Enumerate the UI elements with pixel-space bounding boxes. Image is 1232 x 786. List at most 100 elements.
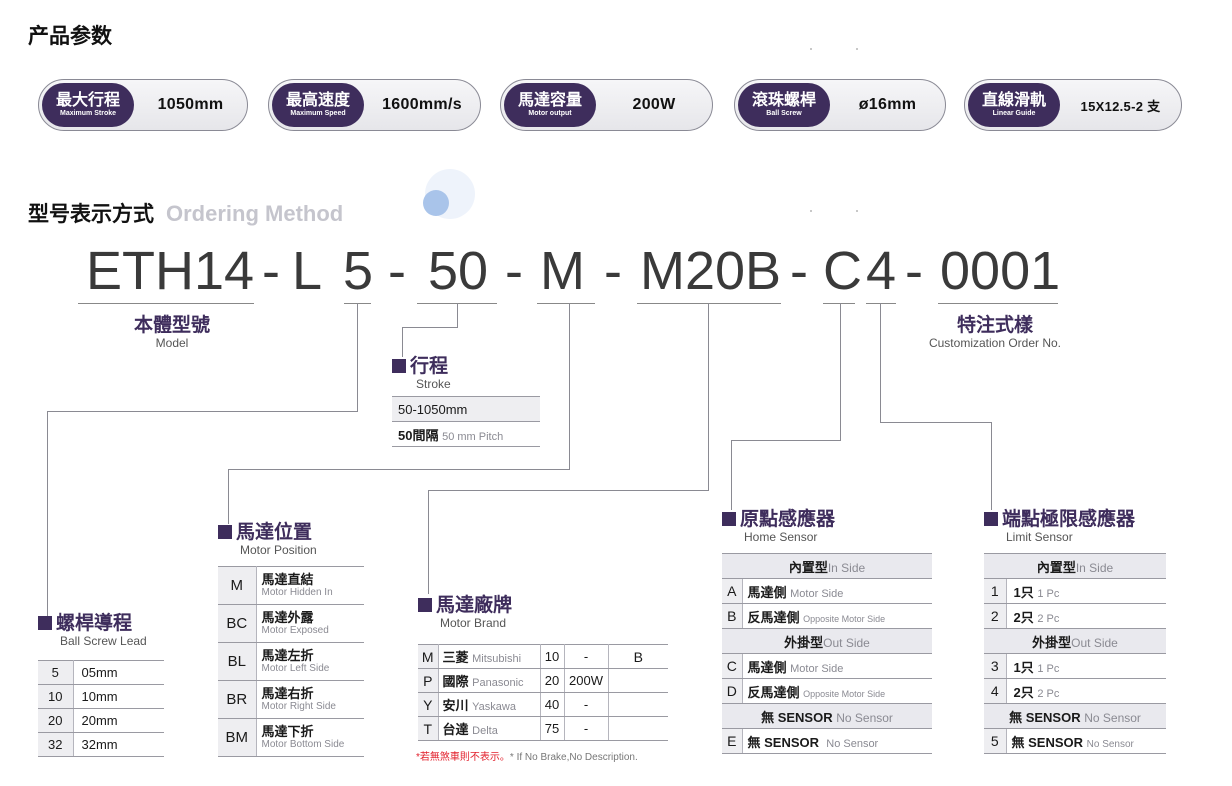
position-en: Motor Bottom Side — [261, 738, 345, 750]
square-bullet-icon — [418, 598, 432, 612]
connector — [402, 327, 458, 328]
lead-code: 10 — [38, 684, 74, 709]
decor-dot — [856, 210, 858, 212]
limit-en: No Sensor — [1086, 738, 1134, 750]
connector — [880, 303, 881, 423]
motor-position-title: 馬達位置 — [236, 521, 313, 543]
model-label-zh: 本體型號 — [133, 314, 210, 336]
stroke-pitch-zh: 50間隔 — [398, 427, 439, 443]
connector — [47, 411, 48, 616]
limit-none-en: No Sensor — [1084, 710, 1141, 725]
square-bullet-icon — [984, 512, 998, 526]
stroke-pitch-en: 50 mm Pitch — [442, 430, 504, 443]
spec-value: 1050mm — [157, 96, 224, 113]
spec-label-en: Maximum Stroke — [59, 110, 117, 117]
code-part-limit: 4 — [866, 241, 897, 301]
connector — [228, 469, 570, 470]
limit-inner-zh: 內置型 — [1036, 559, 1076, 575]
code-part-motor: M20B — [640, 241, 782, 301]
brand-code: M — [418, 644, 439, 669]
home-zh: 無 SENSOR — [747, 734, 820, 750]
code-dash: - — [262, 241, 280, 301]
limit-sensor-title: 端點極限感應器 — [1002, 508, 1136, 530]
home-en: Opposite Motor Side — [803, 688, 886, 699]
brand-en: Yaskawa — [472, 701, 516, 713]
home-zh: 反馬達側 — [747, 609, 800, 625]
underline — [78, 303, 254, 304]
stroke-range: 50-1050mm — [392, 396, 540, 422]
decor-dot — [810, 48, 812, 50]
connector — [457, 303, 458, 328]
connector — [731, 440, 841, 441]
underline — [938, 303, 1058, 304]
brand-zh: 台達 — [442, 722, 469, 737]
home-zh: 馬達側 — [747, 659, 787, 675]
code-part-lead: L — [292, 241, 323, 301]
connector — [880, 422, 992, 423]
position-en: Motor Left Side — [261, 662, 330, 674]
lead-title: 螺桿導程 — [56, 612, 133, 634]
motor-output-value: 200W — [564, 668, 609, 693]
decor-dot — [856, 48, 858, 50]
position-code: BC — [218, 604, 257, 643]
stroke-title: 行程 — [410, 355, 449, 377]
brake-note-zh: *若無煞車則不表示。 — [416, 752, 510, 763]
home-en: No Sensor — [826, 737, 879, 750]
spec-label-zh: 馬達容量 — [518, 90, 583, 109]
limit-code: 3 — [984, 653, 1007, 679]
lead-code: 32 — [38, 732, 74, 757]
position-code: BR — [218, 680, 257, 719]
brake-code — [608, 668, 668, 693]
spec-pill-speed: 最高速度 Maximum Speed 1600mm/s — [268, 79, 481, 131]
home-code: B — [722, 603, 743, 629]
lead-value: 05mm — [73, 660, 164, 685]
table-row: T 台達 Delta 75 - — [418, 716, 668, 741]
brand-code: Y — [418, 692, 439, 717]
home-outer-zh: 外掛型 — [784, 634, 824, 650]
table-row: 內置型In Side — [722, 553, 932, 579]
position-zh: 馬達外露 — [261, 609, 314, 625]
stroke-heading: 行程 Stroke — [392, 355, 451, 391]
motor-brand-table: M 三菱 Mitsubishi 10 - B P 國際 Panasonic 20… — [418, 644, 668, 741]
spec-label-zh: 最大行程 — [56, 90, 121, 109]
position-zh: 馬達直結 — [261, 571, 314, 587]
spec-label: 馬達容量 Motor output — [504, 83, 597, 127]
motor-output-code: 20 — [540, 668, 565, 693]
stroke-pitch: 50間隔 50 mm Pitch — [392, 421, 540, 447]
code-dash: - — [905, 241, 923, 301]
underline — [866, 303, 896, 304]
position-en: Motor Right Side — [261, 700, 336, 712]
home-inner-zh: 內置型 — [788, 559, 828, 575]
connector — [402, 327, 403, 357]
code-dash: - — [505, 241, 523, 301]
brand-zh: 國際 — [442, 674, 469, 689]
motor-position-subtitle: Motor Position — [240, 543, 317, 557]
home-en: Opposite Motor Side — [803, 613, 886, 624]
code-part-brand: M — [540, 241, 585, 301]
position-code: BL — [218, 642, 257, 681]
home-zh: 馬達側 — [747, 584, 787, 600]
square-bullet-icon — [38, 616, 52, 630]
limit-zh: 2只 — [1013, 609, 1034, 625]
position-code: M — [218, 566, 257, 605]
position-zh: 馬達右折 — [261, 685, 314, 701]
limit-zh: 1只 — [1013, 659, 1034, 675]
underline — [823, 303, 855, 304]
connector — [228, 469, 229, 524]
brake-code — [608, 716, 668, 741]
lead-code: 20 — [38, 708, 74, 733]
table-row: 內置型In Side — [984, 553, 1166, 579]
